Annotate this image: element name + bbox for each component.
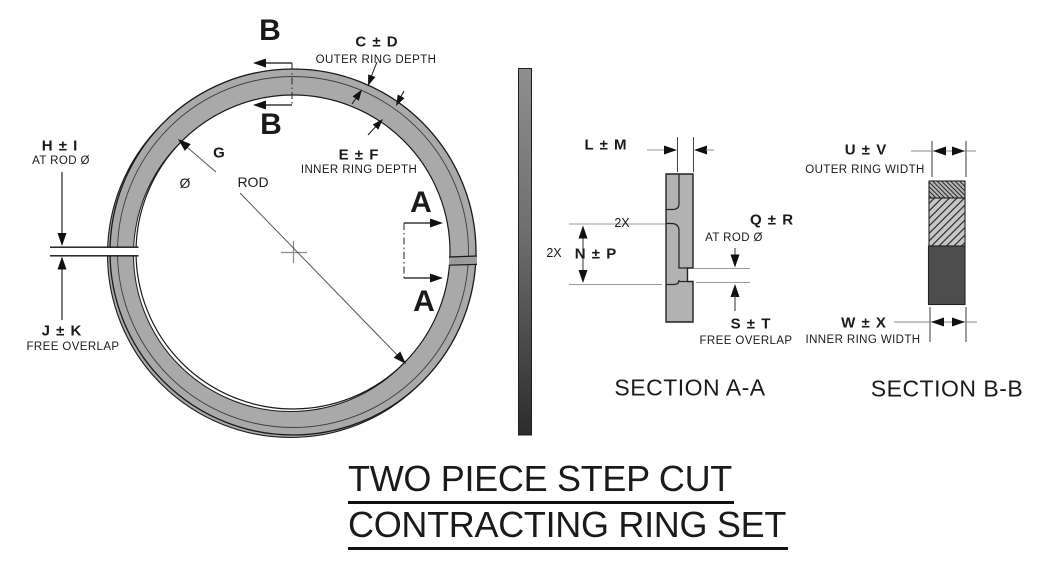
section-aa-title: SECTION A-A xyxy=(614,374,766,401)
center-crosshair xyxy=(281,241,307,263)
section-aa-view xyxy=(569,137,750,323)
section-b-marker-bottom: B xyxy=(260,108,282,141)
dim-hi-label: H ± I xyxy=(41,137,79,155)
dim-wx-label: W ± X xyxy=(841,314,887,332)
dim-jk-label: J ± K xyxy=(41,322,83,340)
ring-front-view xyxy=(50,58,478,439)
outer-ring-section-hatch xyxy=(928,180,966,199)
qr-dimension xyxy=(694,248,750,311)
np-dimension xyxy=(569,223,665,286)
dim-st-label: S ± T xyxy=(730,315,772,333)
dim-qr-desc: AT ROD Ø xyxy=(705,232,763,244)
section-a-cutting-plane xyxy=(403,218,443,283)
ring-gap xyxy=(50,246,140,257)
section-b-marker-top: B xyxy=(259,14,281,47)
diameter-symbol: Ø xyxy=(179,175,191,191)
inner-ring-depth-arrows xyxy=(367,90,405,136)
dim-uv-desc: OUTER RING WIDTH xyxy=(805,164,925,176)
dim-lm-label: L ± M xyxy=(584,136,628,154)
dim-hi-desc: AT ROD Ø xyxy=(32,155,90,167)
ring-step-cut-seam xyxy=(448,255,478,266)
section-bb-view xyxy=(894,141,977,342)
outer-ring-depth-arrows xyxy=(351,61,378,105)
dim-ef-label: E ± F xyxy=(338,146,380,164)
inner-ring-section-solid xyxy=(927,245,966,306)
dim-cd-label: C ± D xyxy=(355,33,399,51)
dim-np-label: N ± P xyxy=(574,245,618,263)
wx-dimension xyxy=(894,307,977,342)
lm-dimension xyxy=(647,137,714,172)
dim-uv-label: U ± V xyxy=(844,141,888,159)
gap-dimension-lines xyxy=(57,172,67,320)
dim-wx-desc: INNER RING WIDTH xyxy=(805,334,921,346)
dim-jk-desc: FREE OVERLAP xyxy=(26,341,120,353)
rod-label: ROD xyxy=(237,174,269,190)
drawing-title-line2: CONTRACTING RING SET xyxy=(348,507,789,550)
dim-np-qty: 2X xyxy=(546,246,562,260)
dim-qr-qty: 2X xyxy=(614,216,630,230)
section-bb-title: SECTION B-B xyxy=(870,375,1024,402)
middle-ring-section-hatch xyxy=(928,197,966,247)
dim-st-desc: FREE OVERLAP xyxy=(699,335,793,347)
section-b-cutting-plane xyxy=(253,58,293,110)
drawing-title: TWO PIECE STEP CUT CONTRACTING RING SET xyxy=(348,461,789,550)
drawing-title-line1: TWO PIECE STEP CUT xyxy=(348,461,734,504)
uv-dimension xyxy=(911,141,976,177)
step-cut-joint-lines xyxy=(666,174,688,286)
dim-g-label: G xyxy=(213,144,225,162)
dim-cd-desc: OUTER RING DEPTH xyxy=(315,54,437,66)
dim-ef-desc: INNER RING DEPTH xyxy=(300,164,418,176)
section-a-marker-bottom: A xyxy=(413,285,435,318)
section-a-marker-top: A xyxy=(410,186,432,219)
rod-diameter-dimension xyxy=(178,139,406,364)
dim-qr-label: Q ± R xyxy=(749,211,795,229)
ring-side-view-bar xyxy=(518,68,532,436)
